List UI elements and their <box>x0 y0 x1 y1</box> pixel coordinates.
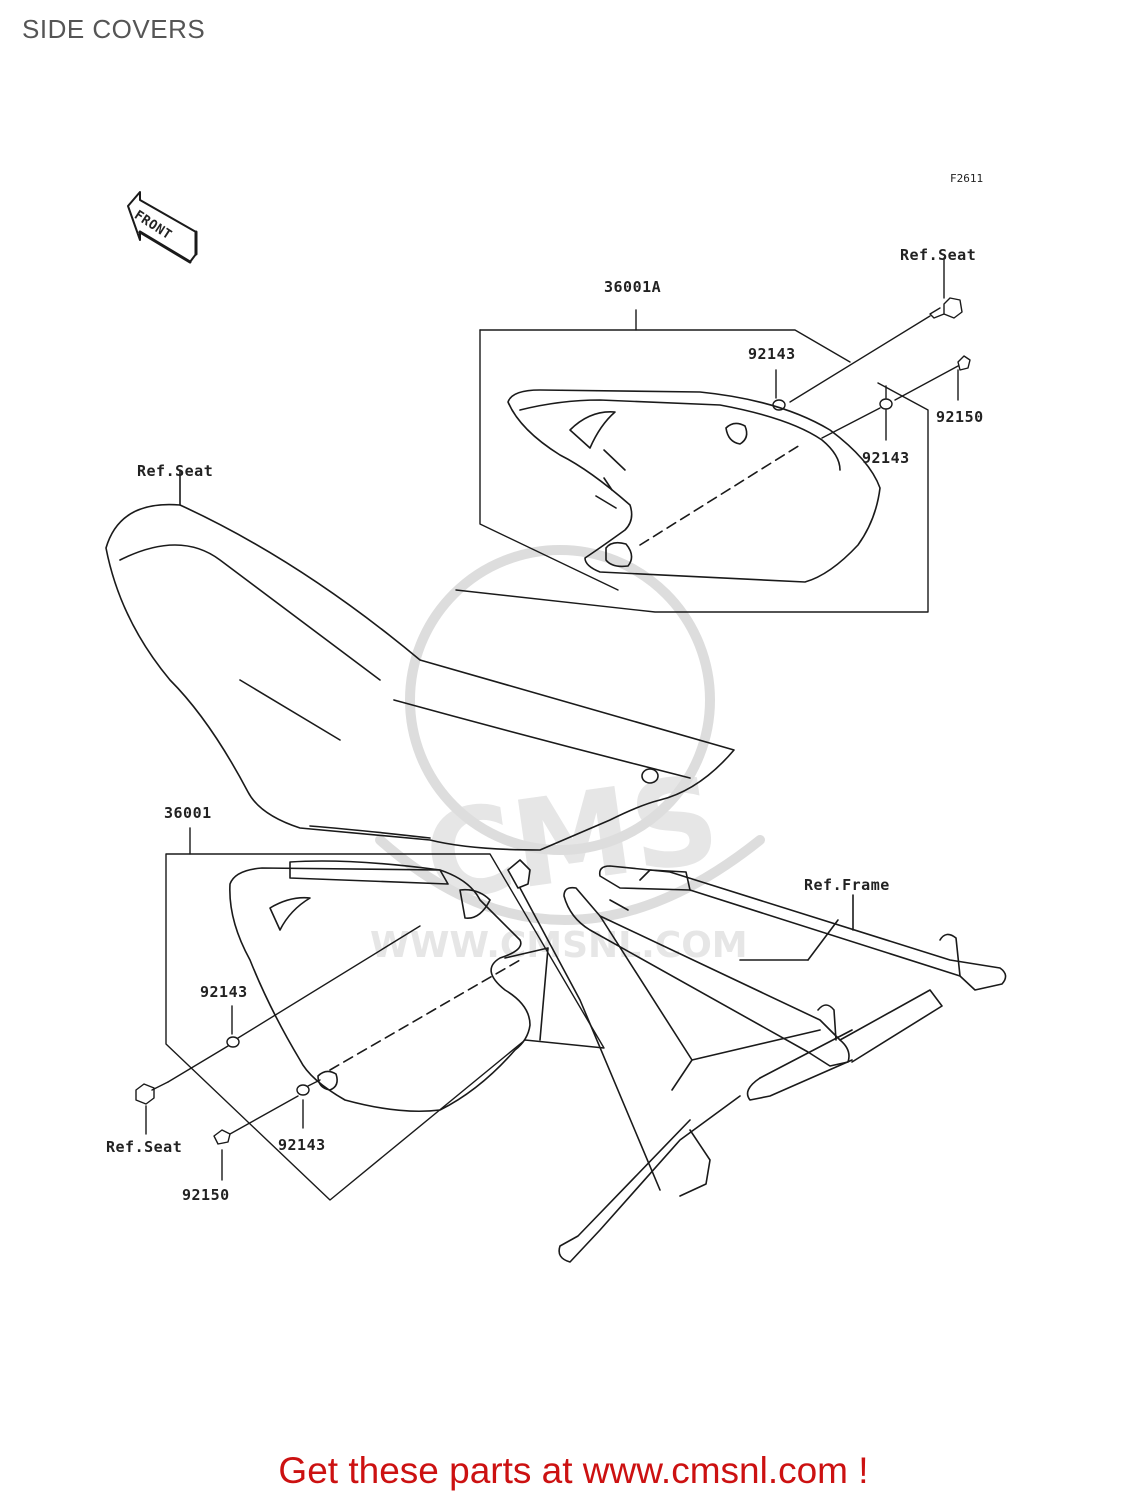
callout-92143-lower: 92143 <box>278 1136 326 1154</box>
callout-92143-upper-right: 92143 <box>862 449 910 467</box>
cmsnl-link[interactable]: Get these parts at www.cmsnl.com ! <box>278 1450 869 1491</box>
bracket-36001A <box>455 309 929 613</box>
callout-92150-upper: 92150 <box>936 408 984 426</box>
front-arrow-icon <box>127 191 198 264</box>
callout-36001A: 36001A <box>604 278 662 296</box>
callout-36001: 36001 <box>164 804 212 822</box>
side-cover-36001A <box>507 389 881 583</box>
watermark-logo-icon <box>375 545 765 925</box>
page-title: SIDE COVERS <box>22 14 206 44</box>
callout-ref-frame: Ref.Frame <box>804 876 890 894</box>
rear-frame <box>507 859 1007 1263</box>
callout-ref-seat-left: Ref.Seat <box>137 462 214 480</box>
side-cover-36001 <box>229 860 549 1113</box>
callout-ref-seat-top-right: Ref.Seat <box>900 246 977 264</box>
callout-92143-upper: 92143 <box>748 345 796 363</box>
callout-ref-seat-bottom: Ref.Seat <box>106 1138 183 1156</box>
seat-outline <box>105 469 735 851</box>
fasteners-upper <box>772 257 971 441</box>
figure-code: F2611 <box>950 172 984 185</box>
callout-92143-lower-left: 92143 <box>200 983 248 1001</box>
callout-92150-lower: 92150 <box>182 1186 230 1204</box>
footer-cta: Get these parts at www.cmsnl.com ! <box>0 1450 1147 1492</box>
fasteners-lower <box>135 925 421 1181</box>
